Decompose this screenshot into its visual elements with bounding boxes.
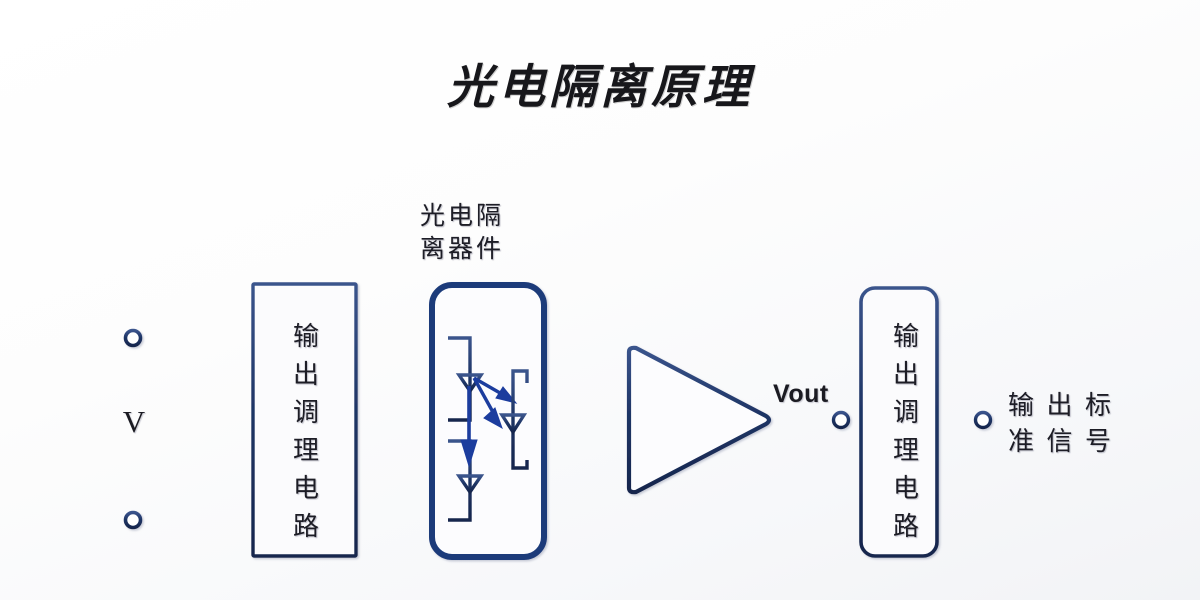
output-block-char-2: 调 xyxy=(892,398,919,427)
output-conditioning-block[interactable] xyxy=(859,286,939,558)
input-block-char-1: 出 xyxy=(292,360,319,389)
wire-led-bottom-loop xyxy=(448,439,472,522)
amplifier-triangle[interactable] xyxy=(626,345,772,495)
page-title: 光电隔离原理 xyxy=(447,62,753,114)
light-arrow-2 xyxy=(472,377,503,430)
optocoupler-caption-line-2: 离器件 xyxy=(420,236,505,263)
input-block-char-0: 输 xyxy=(292,322,319,351)
output-block-char-0: 输 xyxy=(892,322,919,351)
input-block-char-5: 路 xyxy=(292,512,319,541)
optocoupler-caption: 光电隔 离器件 xyxy=(420,200,595,266)
wire-amplifier-output xyxy=(770,410,861,430)
input-block-char-2: 调 xyxy=(292,398,319,427)
light-arrow-1 xyxy=(473,376,518,404)
output-signal-label: 输 出 标 准 信 号 xyxy=(1008,388,1158,460)
input-block-char-4: 电 xyxy=(292,474,319,503)
optocoupler-detector-side xyxy=(498,345,538,470)
output-conditioning-block-label: 输 出 调 理 电 路 xyxy=(884,318,928,546)
output-signal-line-1: 输 出 标 xyxy=(1008,391,1115,420)
optocoupler-caption-line-1: 光电隔 xyxy=(420,203,505,230)
output-block-char-3: 理 xyxy=(892,436,919,465)
optocoupler-enclosure[interactable] xyxy=(429,282,547,560)
wire-led-top-loop xyxy=(448,336,472,422)
output-block-char-1: 出 xyxy=(892,360,919,389)
voltage-source-branch xyxy=(123,328,253,530)
vout-label: Vout xyxy=(773,380,829,408)
output-block-char-5: 路 xyxy=(892,512,919,541)
output-signal-line-2: 准 信 号 xyxy=(1008,427,1115,456)
led-diode-bottom xyxy=(455,474,485,496)
input-conditioning-block-label: 输 出 调 理 电 路 xyxy=(284,318,328,546)
wires-optocoupler-to-amplifier xyxy=(527,350,627,495)
output-block-char-4: 电 xyxy=(892,474,919,503)
optocoupler-emitter-side xyxy=(448,336,485,522)
terminal-vout[interactable] xyxy=(831,410,851,430)
photodiode xyxy=(498,413,538,436)
light-arrow-3 xyxy=(460,386,478,468)
wire-final-output xyxy=(937,410,993,430)
input-block-char-3: 理 xyxy=(292,436,319,465)
voltage-source-label: V xyxy=(122,404,146,439)
light-emission-arrows xyxy=(460,376,518,468)
terminal-output-signal[interactable] xyxy=(973,410,993,430)
